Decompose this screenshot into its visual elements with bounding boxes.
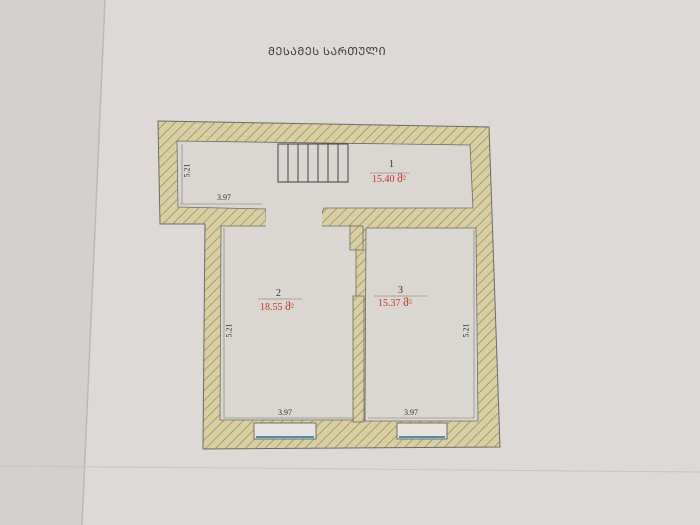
room-3-number: 3 [398,285,403,296]
room-3-width: 3.97 [404,408,418,417]
room-2-width: 3.97 [278,408,292,417]
staircase-outline [277,143,349,183]
room-2-number: 2 [276,288,281,299]
doorway-left [266,209,322,227]
room-1-area: 15.40 მ² [372,174,406,185]
partition-wall [352,295,365,423]
partition-stub [349,225,364,251]
paper-bottom-crease [0,465,700,473]
room-1-height: 5.21 [182,163,192,178]
room-1-width: 3.97 [217,193,231,202]
dimension-lines [180,144,475,419]
window-left [253,422,317,440]
plan-title: ᲛᲔᲡᲐᲛᲔᲡ ᲡᲐᲠᲗᲣᲚᲘ [268,46,387,58]
staircase [277,143,349,183]
paper-left-fold [0,0,105,525]
room-3-area: 15.37 მ² [378,298,412,309]
room-2-floor [219,225,357,421]
room-1-number: 1 [389,159,394,170]
window-right [396,422,448,440]
room-2-area: 18.55 მ² [260,302,294,313]
room-3-floor [364,227,479,422]
windows [253,422,448,440]
room-2-height: 5.21 [224,323,234,338]
room-3-height: 5.21 [461,323,471,338]
room-1-floor [176,140,474,219]
rooms [176,140,479,423]
paper-crease [81,0,106,525]
